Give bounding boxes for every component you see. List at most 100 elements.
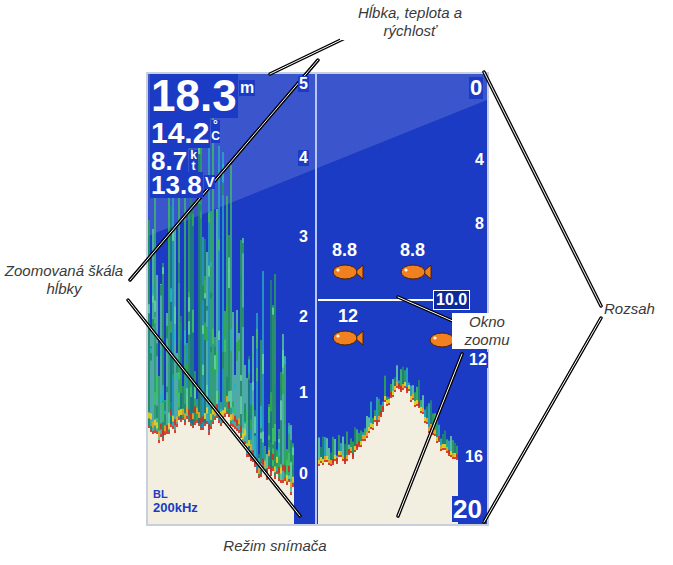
sonar-return [270,280,272,473]
bottom-fill [390,396,392,524]
bottom-fill [374,420,376,524]
sonar-return [160,423,162,429]
sonar-return [200,427,202,430]
sonar-return [168,413,170,430]
sonar-return [326,460,328,462]
sonar-return [440,439,442,449]
sonar-return [356,448,358,450]
sonar-return [284,465,286,473]
sonar-return [422,412,424,414]
sonar-return [370,423,372,427]
sonar-return [336,462,338,464]
sonar-return [218,391,220,399]
sonar-return [444,430,446,448]
sonar-return [398,381,400,387]
sonar-return [330,453,332,464]
sonar-return [252,382,254,391]
sonar-return [454,453,456,457]
sonar-return [442,434,444,448]
bottom-fill [408,389,410,524]
sonar-return [166,387,168,393]
bottom-fill [410,400,412,524]
sonar-return [324,460,326,462]
sonar-return [290,489,292,492]
sonar-return [194,387,196,399]
bottom-fill [266,477,268,524]
transducer-mode: BL [152,489,169,500]
sonar-return [424,410,426,421]
sonar-return [378,420,380,422]
sonar-return [162,267,164,274]
leader-line [484,72,601,306]
sonar-return [212,368,214,374]
sonar-return [164,402,166,411]
callout-label: Okno zoomu [452,313,522,349]
sonar-return [178,372,180,379]
sonar-return [264,459,266,469]
bottom-fill [232,424,234,524]
sonar-return [230,414,232,420]
sonar-return [184,330,186,345]
sonar-return [188,419,190,422]
sonar-return [210,426,212,429]
sonar-return [364,428,366,439]
bottom-fill [336,462,338,524]
sonar-return [272,305,274,468]
sonar-return [196,399,198,420]
sonar-return [390,384,392,396]
sonar-return [156,343,158,356]
sonar-return [152,319,154,327]
sonar-return [342,437,344,459]
sonar-return [420,400,422,411]
bottom-fill [238,430,240,524]
sonar-return [226,396,228,402]
sonar-return [234,426,236,429]
scale-number: 5 [298,76,309,92]
sonar-return [230,329,232,351]
sonar-return [398,387,400,389]
callout-label: Hĺbka, teplota a rýchlosť [340,4,480,40]
sonar-return [368,431,370,433]
bottom-fill [350,451,352,524]
sonar-return [386,397,388,404]
bottom-fill [348,453,350,524]
bottom-fill [338,455,340,524]
unit-label: V [204,175,215,189]
leader-line [270,38,345,74]
sonar-return [290,440,292,462]
sonar-return [238,430,240,433]
bottom-fill [272,468,274,524]
sonar-return [292,443,294,484]
sonar-return [396,382,398,386]
leader-line [128,300,300,516]
sonar-return [268,450,270,456]
bottom-fill [386,404,388,524]
bottom-fill [406,391,408,524]
bottom-fill [382,410,384,524]
sonar-return [184,404,186,422]
sonar-return [420,411,422,413]
sonar-return [318,464,320,466]
sonar-return [394,377,396,390]
sonar-return [342,459,344,461]
sonar-return [260,474,262,477]
leader-line [398,354,462,516]
sonar-return [228,235,230,414]
sonar-return [188,409,190,415]
sonar-return [154,430,156,433]
sonar-return [360,445,362,447]
sonar-return [194,406,196,412]
sonar-return [388,399,390,403]
bottom-fill [322,463,324,524]
sonar-return [252,336,254,459]
bottom-fill [264,469,266,524]
bottom-fill [414,405,416,524]
sonar-return [192,214,194,226]
sonar-return [256,470,258,473]
sonar-return [402,367,404,388]
sonar-return [176,390,178,395]
sonar-return [280,464,282,480]
sonar-return [208,424,210,430]
bottom-fill [412,398,414,524]
sonar-return [328,463,330,465]
